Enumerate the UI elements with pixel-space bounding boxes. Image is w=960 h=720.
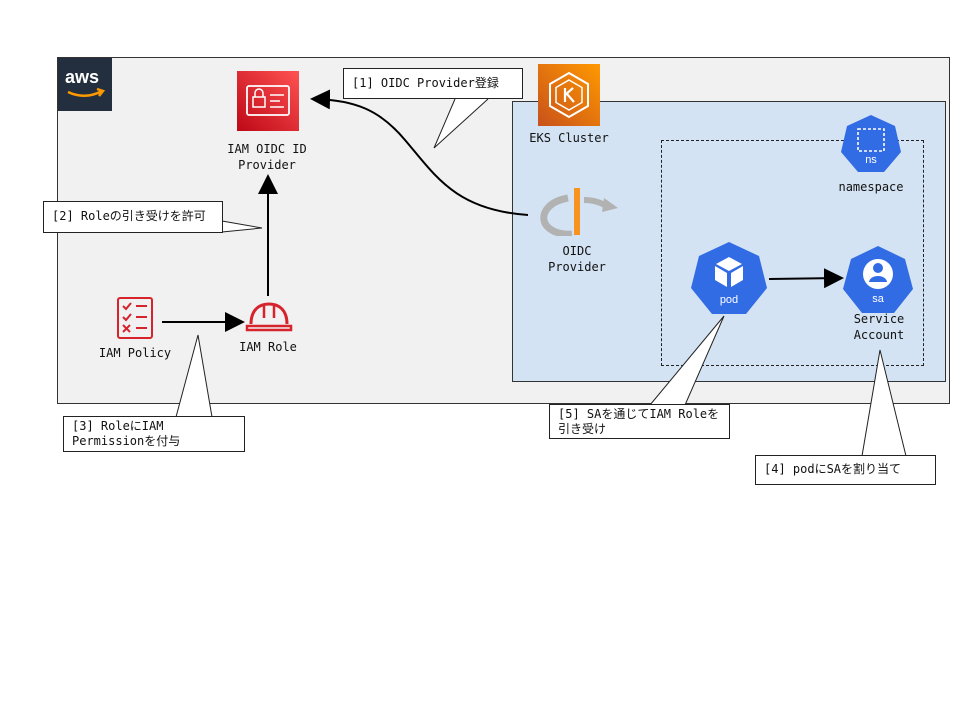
pod-icon-text: pod (719, 294, 739, 306)
eks-cluster-label: EKS Cluster (529, 131, 609, 145)
openid-icon (538, 188, 620, 238)
callout-step3: [3] RoleにIAM Permissionを付与 (63, 416, 245, 452)
callout-step1-text: [1] OIDC Provider登録 (352, 76, 499, 90)
pod-icon: pod (690, 241, 768, 316)
callout-step2: [2] Roleの引き受けを許可 (43, 201, 223, 233)
checklist-icon (114, 296, 154, 340)
iam-oidc-label-line1: IAM OIDC ID (227, 142, 307, 156)
iam-policy-label: IAM Policy (98, 346, 172, 360)
callout-step3-line2: Permissionを付与 (72, 434, 181, 448)
callout-step2-text: [2] Roleの引き受けを許可 (52, 209, 206, 223)
namespace-box (661, 140, 924, 366)
callout-step5: [5] SAを通じてIAM Roleを 引き受け (549, 404, 730, 439)
namespace-label: namespace (838, 180, 904, 194)
oidc-provider-label: OIDC Provider (539, 243, 615, 275)
eks-icon (538, 64, 600, 126)
callout-step5-line2: 引き受け (558, 422, 607, 436)
oidc-provider-label-line2: Provider (548, 260, 606, 274)
namespace-icon: ns (840, 114, 902, 174)
pod-sa-arrow (768, 268, 844, 289)
callout-step4: [4] podにSAを割り当て (755, 455, 936, 485)
aws-logo-text: aws (65, 67, 100, 87)
service-account-label: Service Account (835, 311, 923, 343)
iam-oidc-label-line2: Provider (238, 158, 296, 172)
service-account-label-line2: Account (853, 328, 905, 342)
callout-step3-line1: [3] RoleにIAM (72, 419, 164, 433)
aws-logo-icon: aws (58, 58, 112, 111)
callout-step5-line1: [5] SAを通じてIAM Roleを (558, 407, 720, 421)
id-card-icon (237, 71, 299, 131)
iam-oidc-label: IAM OIDC ID Provider (212, 141, 322, 173)
service-account-icon-text: sa (872, 293, 884, 305)
oidc-register-arrow (310, 89, 529, 216)
service-account-label-line1: Service (853, 312, 905, 326)
oidc-provider-label-line1: OIDC (562, 244, 592, 258)
hard-hat-icon (245, 300, 293, 334)
callout-step1: [1] OIDC Provider登録 (343, 68, 523, 99)
callout-step4-text: [4] podにSAを割り当て (764, 462, 902, 476)
namespace-icon-text: ns (865, 154, 877, 166)
iam-role-label: IAM Role (239, 340, 297, 354)
service-account-icon: sa (842, 245, 914, 315)
